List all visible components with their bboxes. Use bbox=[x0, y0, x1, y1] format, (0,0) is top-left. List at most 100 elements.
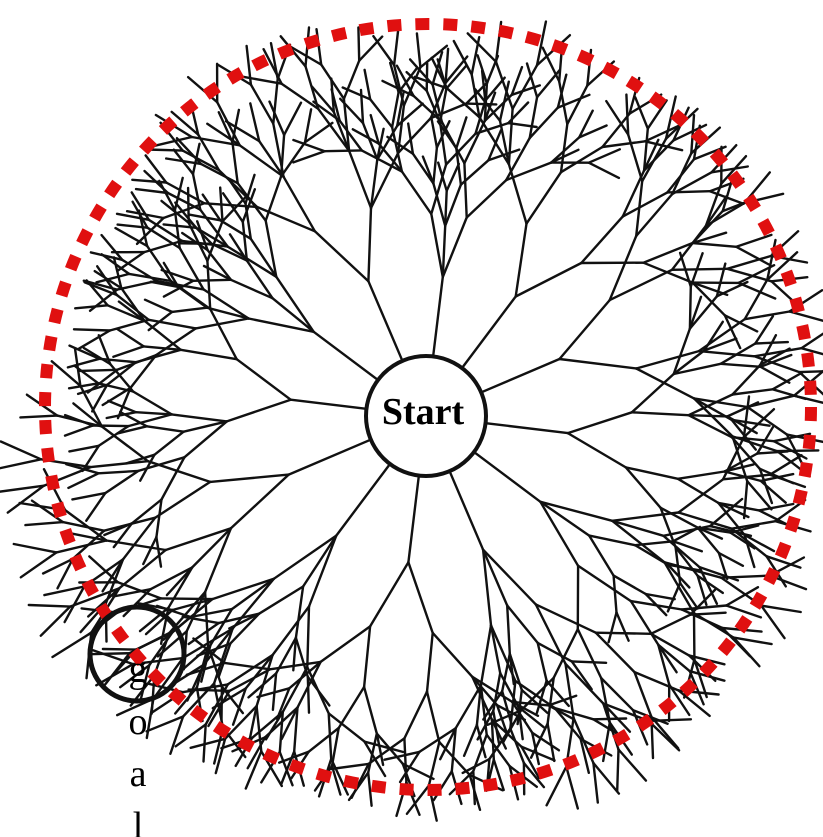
tree-branch bbox=[678, 581, 699, 610]
tree-branch bbox=[181, 615, 220, 625]
tree-branch bbox=[672, 327, 692, 376]
tree-branch bbox=[680, 604, 728, 611]
tree-branch bbox=[759, 353, 793, 368]
goal-label-letter: a bbox=[130, 753, 147, 795]
tree-branch bbox=[221, 192, 245, 224]
tree-branch bbox=[490, 718, 507, 750]
tree-branch bbox=[721, 176, 734, 213]
tree-branch bbox=[617, 748, 648, 782]
tree-branch bbox=[247, 672, 278, 699]
tree-branch bbox=[729, 531, 756, 550]
tree-branch bbox=[474, 88, 502, 122]
tree-branch bbox=[792, 394, 823, 404]
tree-branch bbox=[489, 624, 502, 675]
tree-branch bbox=[226, 653, 274, 686]
tree-branch bbox=[191, 278, 233, 282]
tree-branch bbox=[202, 723, 207, 763]
tree-branch bbox=[316, 107, 351, 153]
tree-branch bbox=[696, 526, 721, 555]
tree-branch bbox=[633, 544, 670, 566]
tree-branch bbox=[450, 727, 457, 773]
tree-branch bbox=[501, 652, 511, 693]
tree-branch bbox=[441, 224, 447, 279]
tree-branch bbox=[498, 80, 510, 122]
tree-branch bbox=[190, 135, 241, 147]
tree-branch bbox=[559, 145, 604, 174]
tree-branch bbox=[671, 171, 713, 196]
tree-branch bbox=[627, 133, 644, 183]
tree-branch bbox=[327, 712, 333, 761]
tree-branch bbox=[167, 566, 194, 609]
tree-branch bbox=[73, 304, 109, 310]
goal-label-letter: g bbox=[129, 649, 148, 691]
tree-branch bbox=[647, 718, 693, 723]
tree-branch bbox=[229, 612, 261, 645]
tree-branch bbox=[377, 142, 404, 173]
tree-branch bbox=[594, 631, 653, 635]
tree-branch bbox=[162, 223, 198, 230]
tree-branch bbox=[372, 35, 396, 67]
tree-branch bbox=[217, 110, 234, 144]
tree-branch bbox=[381, 79, 415, 98]
tree-branch bbox=[624, 466, 680, 480]
tree-branch bbox=[484, 76, 506, 102]
tree-branch bbox=[361, 121, 379, 161]
tree-branch bbox=[630, 411, 690, 417]
tree-branch bbox=[671, 525, 702, 543]
tree-branch bbox=[67, 382, 100, 390]
tree-branch bbox=[262, 48, 283, 85]
tree-branch bbox=[531, 731, 561, 752]
tree-branch bbox=[481, 548, 537, 606]
tree-branch bbox=[294, 585, 305, 639]
tree-branch bbox=[289, 398, 370, 411]
tree-branch bbox=[235, 358, 292, 401]
tree-branch bbox=[688, 295, 719, 330]
tree-branch bbox=[138, 606, 170, 633]
tree-branch bbox=[407, 472, 421, 564]
tree-branch bbox=[578, 109, 594, 139]
tree-branch bbox=[691, 241, 738, 249]
tree-branch bbox=[146, 148, 184, 152]
tree-branch bbox=[146, 226, 181, 250]
tree-branch bbox=[118, 410, 149, 428]
tree-branch bbox=[279, 750, 296, 786]
tree-branch bbox=[85, 491, 107, 522]
tree-branch bbox=[671, 540, 703, 553]
tree-branch bbox=[445, 64, 468, 90]
tree-branch bbox=[249, 83, 275, 125]
tree-branch bbox=[294, 636, 309, 678]
tree-branch bbox=[689, 588, 717, 616]
tree-branch bbox=[118, 548, 167, 590]
tree-branch bbox=[743, 278, 769, 321]
tree-branch bbox=[131, 178, 168, 184]
tree-branch bbox=[672, 362, 722, 376]
tree-branch bbox=[692, 397, 733, 421]
tree-branch bbox=[405, 70, 428, 92]
tree-branch bbox=[90, 383, 109, 413]
tree-branch bbox=[143, 298, 174, 314]
tree-branch bbox=[145, 425, 185, 433]
tree-branch bbox=[800, 332, 823, 350]
tree-branch bbox=[231, 140, 239, 185]
tree-branch bbox=[730, 520, 777, 530]
tree-branch bbox=[116, 386, 132, 420]
tree-branch bbox=[719, 362, 762, 368]
tree-branch bbox=[421, 155, 435, 185]
tree-branch bbox=[766, 238, 777, 281]
tree-branch bbox=[124, 453, 156, 465]
tree-branch bbox=[395, 64, 415, 98]
tree-branch bbox=[65, 463, 100, 475]
tree-branch bbox=[12, 542, 58, 554]
tree-branch bbox=[698, 565, 740, 582]
tree-branch bbox=[588, 534, 637, 547]
tree-branch bbox=[199, 208, 229, 248]
tree-branch bbox=[230, 577, 275, 611]
tree-branch bbox=[703, 337, 738, 352]
tree-branch bbox=[145, 715, 185, 733]
tree-branch bbox=[474, 121, 510, 135]
tree-branch bbox=[153, 480, 212, 519]
tree-branch bbox=[191, 172, 202, 211]
tree-branch bbox=[342, 97, 351, 153]
